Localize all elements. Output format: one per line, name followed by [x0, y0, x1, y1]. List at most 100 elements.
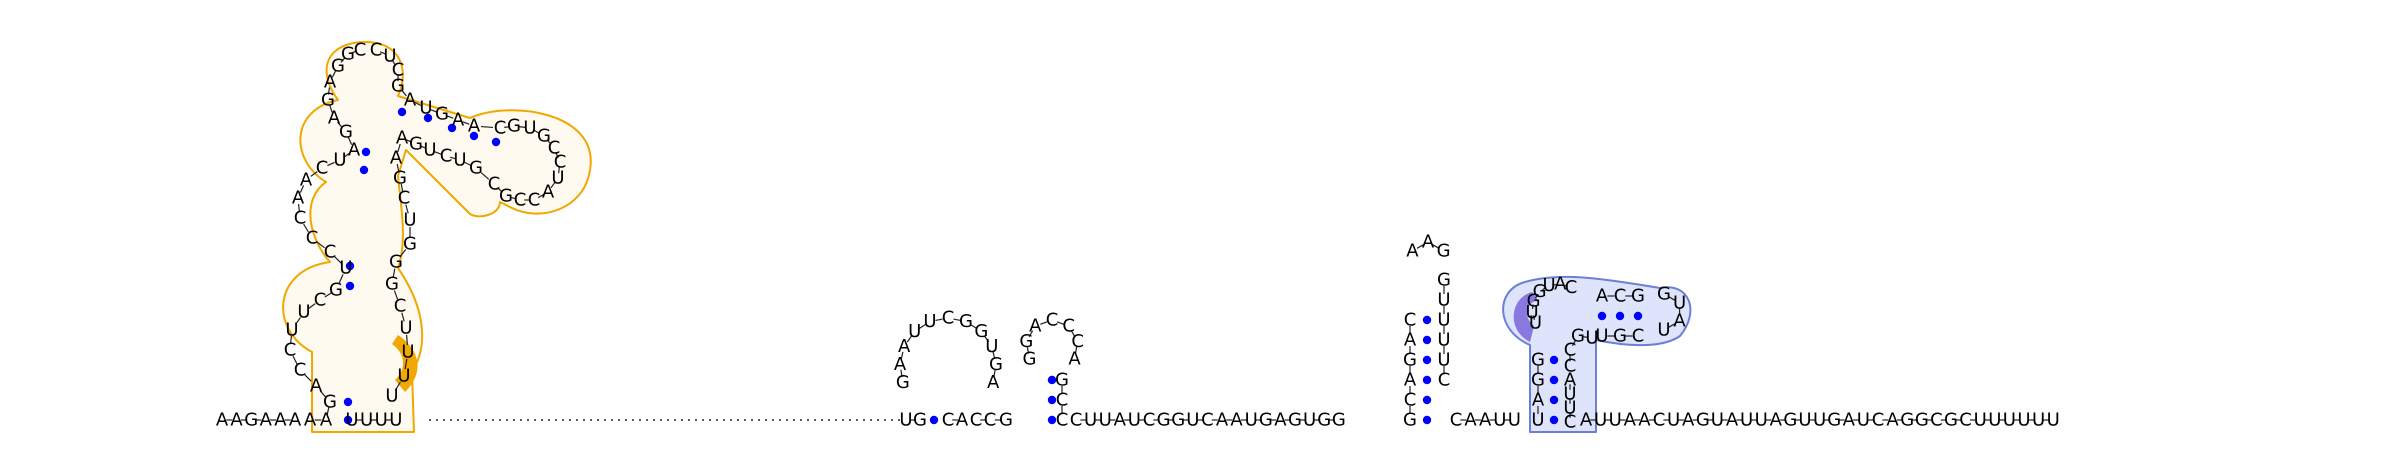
base-pair-dot	[361, 147, 371, 157]
hairpin-a-stem-nucleotide: A	[956, 410, 969, 431]
hairpin-a-loop-nucleotide: A	[987, 372, 1000, 393]
hairpin-c-loop-nucleotide: A	[1406, 241, 1419, 262]
backbone-link	[351, 50, 357, 54]
backbone-link	[510, 196, 516, 200]
linker-nucleotide: G	[1288, 410, 1302, 431]
domain1-right-nucleotide: C	[528, 190, 541, 211]
linker-nucleotide: A	[1114, 410, 1127, 431]
backbone-link	[480, 125, 494, 129]
hairpin-d-stem-nucleotide: U	[1531, 410, 1544, 431]
backbone-link	[340, 57, 346, 63]
linker-nucleotide: U	[1245, 410, 1258, 431]
backbone-link	[1026, 346, 1030, 354]
spacer-dot	[562, 419, 564, 421]
tail-3prime-nucleotide: A	[1580, 410, 1593, 431]
backbone-link	[464, 161, 472, 167]
tail-3prime-nucleotide: A	[1638, 410, 1651, 431]
linker-nucleotide: G	[1171, 410, 1185, 431]
hairpin-d-stem-nucleotide: G	[1631, 286, 1645, 307]
backbone-link	[1582, 336, 1588, 338]
spacer-dot	[709, 419, 711, 421]
backbone-link	[397, 143, 401, 153]
hairpin-d-loop-nucleotide: G	[1657, 284, 1671, 305]
hairpin-d-stem-nucleotide: G	[1613, 326, 1627, 347]
linker-nucleotide: U	[1508, 410, 1521, 431]
tail-3prime-nucleotide: G	[1783, 410, 1797, 431]
backbone-link	[935, 318, 943, 322]
domain1-left-nucleotide: U	[339, 258, 352, 279]
domain1-left-nucleotide: C	[284, 340, 297, 361]
hairpin-c-stem-nucleotide: U	[1437, 290, 1450, 311]
spacer-dot	[548, 419, 550, 421]
backbone-link	[462, 121, 470, 125]
base-pair-dot	[1047, 415, 1057, 425]
backbone-link	[906, 335, 912, 343]
spacer-dot	[653, 419, 655, 421]
domain1-left-nucleotide: G	[331, 56, 345, 77]
tail-3prime-nucleotide: U	[1594, 410, 1607, 431]
domain1-right-nucleotide: G	[499, 186, 513, 207]
hairpin-d-loop-nucleotide: U	[1543, 275, 1556, 296]
spacer-dot	[513, 419, 515, 421]
base-pair-dot	[345, 281, 355, 291]
tail-3prime-nucleotide: G	[1915, 410, 1929, 431]
backbone-layer	[226, 50, 2049, 421]
domain1-left-nucleotide: G	[329, 280, 343, 301]
tail-3prime-nucleotide: C	[1653, 410, 1666, 431]
backbone-link	[290, 335, 292, 345]
linker-nucleotide: U	[1099, 410, 1112, 431]
backbone-link	[419, 145, 427, 149]
base-pair-dot	[343, 415, 353, 425]
backbone-link	[328, 87, 330, 95]
domain1-right-nucleotide: U	[453, 150, 466, 171]
domain1-left-nucleotide: A	[304, 410, 317, 431]
spacer-dot	[681, 419, 683, 421]
domain1-right-nucleotide: G	[393, 168, 407, 189]
linker-nucleotide: A	[1274, 410, 1287, 431]
backbone-link	[379, 51, 387, 55]
tail-3prime-nucleotide: A	[1624, 410, 1637, 431]
hairpin-d-loop-nucleotide: G	[1571, 326, 1585, 347]
backbone-link	[391, 59, 397, 67]
backbone-link	[1563, 284, 1568, 288]
spacer-dot	[499, 419, 501, 421]
hairpin-c-loop-nucleotide: G	[1437, 241, 1451, 262]
domain1-left-nucleotide: A	[348, 140, 361, 161]
backbone-link	[1028, 330, 1034, 338]
backbone-link	[396, 163, 400, 173]
domain1-right-nucleotide: U	[385, 386, 398, 407]
domain1-left-nucleotide: G	[341, 44, 355, 65]
backbone-link	[337, 121, 343, 129]
spacer-dot	[786, 419, 788, 421]
domain1-right-nucleotide: U	[403, 210, 416, 231]
base-pair-dot	[1633, 311, 1643, 321]
spacer-dot	[443, 419, 445, 421]
tail-3prime-nucleotide: A	[1770, 410, 1783, 431]
hairpin-b-stem-nucleotide: C	[984, 410, 997, 431]
spacer-dot	[758, 419, 760, 421]
base-pair-dot	[345, 261, 355, 271]
backbone-link	[993, 369, 996, 378]
base-pair-dot	[1422, 415, 1432, 425]
spacer-dot	[835, 419, 837, 421]
domain1-left-nucleotide: G	[339, 122, 353, 143]
tail-3prime-nucleotide: U	[1755, 410, 1768, 431]
tail-5prime-nucleotide: A	[230, 410, 243, 431]
linker-nucleotide: A	[1230, 410, 1243, 431]
backbone-link	[480, 172, 490, 180]
backbone-link	[900, 369, 903, 378]
domain1-right-nucleotide: C	[394, 296, 407, 317]
tail-3prime-nucleotide: U	[1609, 410, 1622, 431]
backbone-link	[1542, 286, 1547, 291]
tail-3prime-nucleotide: G	[1827, 410, 1841, 431]
backbone-link	[1668, 323, 1676, 328]
hairpin-d-loop-nucleotide: U	[1673, 293, 1686, 314]
backbone-link	[1056, 321, 1064, 325]
base-pair-dot	[1422, 355, 1432, 365]
hairpin-d-stem-nucleotide: A	[1596, 286, 1609, 307]
tail-3prime-nucleotide: U	[2017, 410, 2030, 431]
domain1-right-nucleotide: G	[391, 76, 405, 97]
hairpin-d-loop-nucleotide: C	[1564, 356, 1577, 377]
